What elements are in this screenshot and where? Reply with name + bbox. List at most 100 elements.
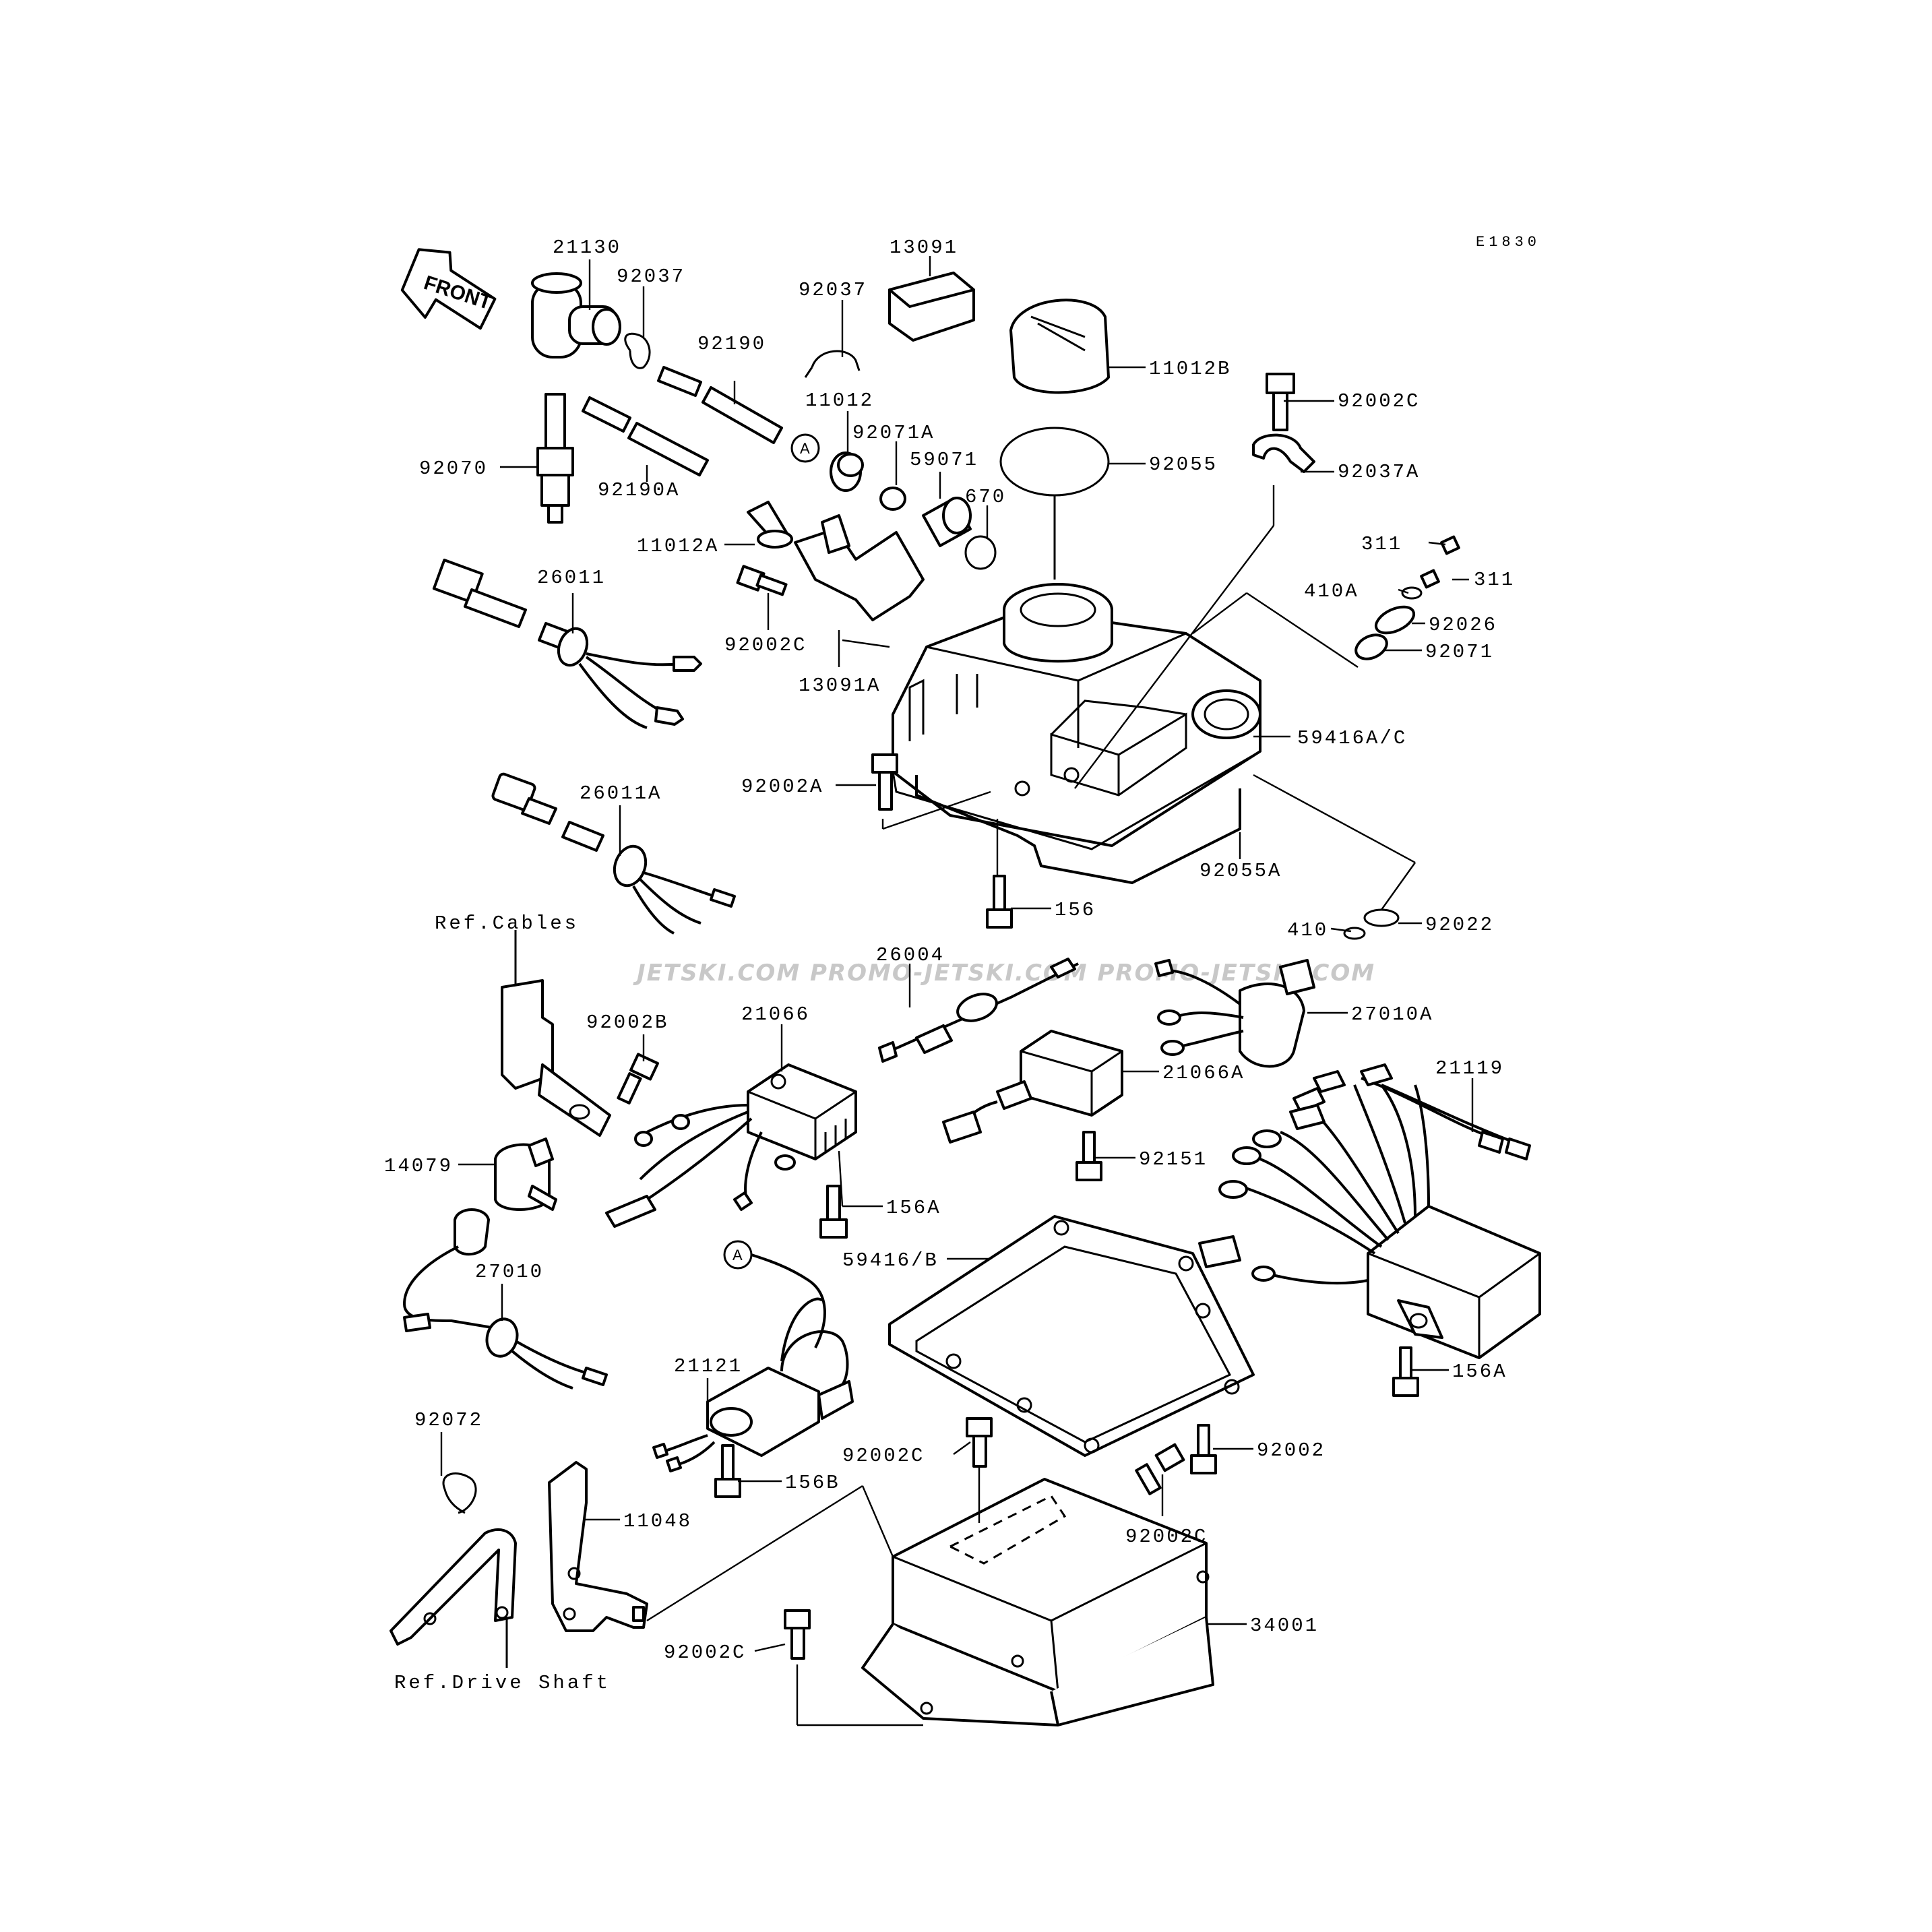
regulator-21066 <box>605 1063 857 1228</box>
sensor-26011 <box>432 559 702 729</box>
label-156B: 156B <box>785 1472 840 1494</box>
bolt-92002C-low <box>966 1417 993 1468</box>
label-11012A: 11012A <box>637 535 719 557</box>
label-34001: 34001 <box>1250 1615 1319 1637</box>
label-156: 156 <box>1055 899 1096 921</box>
label-13091A: 13091A <box>799 675 881 697</box>
label-92002C-right: 92002C <box>1125 1526 1208 1548</box>
electric-box-case <box>892 583 1261 850</box>
label-92151: 92151 <box>1139 1148 1208 1171</box>
leader-lines <box>440 256 1474 1726</box>
label-311-b: 311 <box>1474 569 1515 591</box>
grommet-92026 <box>1374 605 1416 635</box>
coil-wire <box>751 1253 826 1348</box>
bolt-92002 <box>1190 1424 1217 1474</box>
grommet-92071 <box>1354 633 1388 660</box>
marker-a-bottom-label: A <box>733 1247 743 1264</box>
label-92002A: 92002A <box>741 776 823 798</box>
clip-92037 <box>624 332 651 369</box>
cap-11012A-base <box>757 530 793 549</box>
bolt-92002C-mid <box>736 565 788 596</box>
fitting-59071 <box>922 497 972 547</box>
label-14079: 14079 <box>384 1155 453 1177</box>
label-156A: 156A <box>886 1197 941 1219</box>
label-92002C-low: 92002C <box>842 1445 925 1467</box>
cap-11012B <box>1009 299 1110 394</box>
bolt-156A-right <box>1392 1346 1419 1397</box>
label-59071: 59071 <box>910 449 978 471</box>
switch-27010 <box>402 1208 608 1390</box>
label-311-a: 311 <box>1361 533 1402 555</box>
label-ref-cables: Ref.Cables <box>435 912 579 935</box>
spark-plug <box>536 393 574 524</box>
bolt-92002C-right <box>1135 1443 1185 1495</box>
bolt-92002C-bottom <box>784 1609 811 1660</box>
bolt-92002C-top <box>1266 373 1295 431</box>
cdi-box-21119 <box>1198 1063 1541 1359</box>
label-13091: 13091 <box>890 237 958 259</box>
label-410: 410 <box>1287 919 1328 941</box>
label-11012: 11012 <box>805 389 874 412</box>
label-92190: 92190 <box>697 333 766 355</box>
label-11012B: 11012B <box>1149 358 1231 380</box>
bolt-156A <box>819 1185 848 1239</box>
bolt-92002A <box>871 753 898 811</box>
label-27010A: 27010A <box>1351 1003 1433 1026</box>
unit-21066A <box>942 1030 1123 1144</box>
cap-11012 <box>830 451 864 492</box>
label-26011A: 26011A <box>580 782 662 805</box>
label-92037A: 92037A <box>1338 461 1420 483</box>
marker-a-top-label: A <box>800 440 810 457</box>
label-92037-b: 92037 <box>799 279 867 301</box>
spark-plug-cap <box>531 272 621 359</box>
label-92002B: 92002B <box>586 1011 668 1034</box>
bracket-13091 <box>888 272 975 342</box>
watermark: JETSKI.COM PROMO-JETSKI.COM PROMO-JETSKI… <box>633 960 1375 987</box>
label-92002C-mid: 92002C <box>724 634 807 656</box>
marker-a-top <box>790 433 820 463</box>
bolt-156 <box>986 875 1013 929</box>
frame-59416B <box>888 1215 1255 1457</box>
sensor-26011A <box>491 772 736 935</box>
label-11048: 11048 <box>623 1510 692 1532</box>
clamp-92037 <box>804 350 861 378</box>
label-92071A: 92071A <box>852 422 935 444</box>
bolt-156B <box>714 1444 741 1498</box>
callout-labels: 21130 92037 13091 92037 92190 11012 1101… <box>384 237 1515 1694</box>
label-21121: 21121 <box>674 1355 743 1377</box>
o-ring-670 <box>964 535 997 570</box>
label-92026: 92026 <box>1429 614 1497 636</box>
nut-311-a <box>1440 535 1460 555</box>
label-92037-a: 92037 <box>617 266 685 288</box>
switch-27010A <box>1154 959 1315 1068</box>
label-92071: 92071 <box>1425 641 1494 663</box>
label-26011: 26011 <box>537 567 606 589</box>
ignition-coil-21121 <box>652 1297 854 1472</box>
label-92002C-bottom: 92002C <box>664 1642 746 1664</box>
gasket-92055A <box>915 775 1241 885</box>
label-21130: 21130 <box>553 237 621 259</box>
label-156A-right: 156A <box>1452 1361 1507 1383</box>
o-ring-92055 <box>999 427 1110 497</box>
grommet-92071A <box>879 487 906 511</box>
label-92002: 92002 <box>1257 1439 1326 1462</box>
label-21066A: 21066A <box>1162 1062 1245 1084</box>
cap-14079 <box>494 1138 557 1211</box>
bracket-ref-cables <box>501 979 611 1137</box>
label-92072: 92072 <box>414 1409 483 1431</box>
label-59416AC: 59416A/C <box>1297 727 1407 749</box>
label-21066: 21066 <box>741 1003 810 1026</box>
front-arrow-icon: FRONT <box>400 248 497 330</box>
tube-92190A <box>582 396 709 476</box>
bracket-13091A <box>794 514 925 621</box>
label-ref-drive-shaft: Ref.Drive Shaft <box>394 1672 611 1694</box>
label-92002C-top: 92002C <box>1338 390 1420 412</box>
label-59416B: 59416/B <box>842 1249 939 1272</box>
tube-92190 <box>657 366 783 444</box>
label-92055: 92055 <box>1149 454 1218 476</box>
washer-410A <box>1401 586 1423 600</box>
washer-410 <box>1343 927 1366 940</box>
label-92190A: 92190A <box>598 479 680 501</box>
label-26004: 26004 <box>876 944 945 966</box>
